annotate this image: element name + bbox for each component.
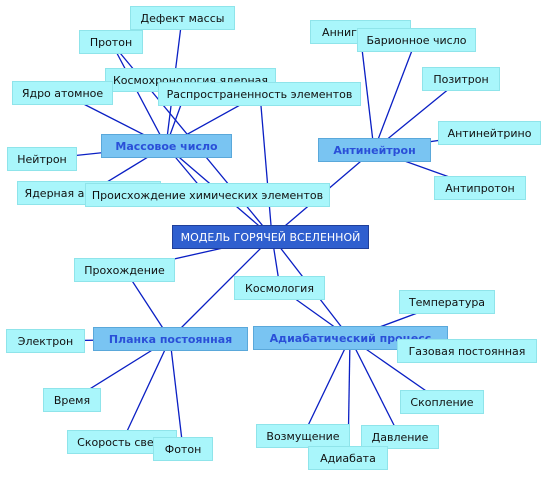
leaf-cluster[interactable]: Скопление <box>400 390 484 414</box>
edge-central-abundance <box>259 93 273 238</box>
edge-planck-speed <box>121 338 171 443</box>
leaf-neutron[interactable]: Нейтрон <box>7 147 77 171</box>
central-node[interactable]: МОДЕЛЬ ГОРЯЧЕЙ ВСЕЛЕННОЙ <box>172 225 369 249</box>
leaf-proton[interactable]: Протон <box>79 30 143 54</box>
leaf-temperature[interactable]: Температура <box>399 290 495 314</box>
leaf-pressure[interactable]: Давление <box>361 425 439 449</box>
edge-anti-baryon <box>373 39 417 151</box>
edge-adiabatic-pressure <box>349 337 401 438</box>
edge-planck-photon <box>169 338 184 450</box>
hub-adiabatic-process[interactable]: Адиабатический процесс <box>253 326 448 350</box>
leaf-antiproton[interactable]: Антипротон <box>434 176 526 200</box>
leaf-photon[interactable]: Фотон <box>153 437 213 461</box>
leaf-baryon-number[interactable]: Барионное число <box>357 28 476 52</box>
edge-adiabatic-excitation <box>302 337 351 437</box>
leaf-excitation[interactable]: Возмущение <box>256 424 350 448</box>
leaf-atomic-nucleus[interactable]: Ядро атомное <box>12 81 113 105</box>
hub-mass-number[interactable]: Массовое число <box>101 134 232 158</box>
leaf-gas-constant[interactable]: Газовая постоянная <box>397 339 537 363</box>
edge-central-planck <box>169 236 273 340</box>
hub-antineutron[interactable]: Антинейтрон <box>318 138 431 162</box>
hub-planck-constant[interactable]: Планка постоянная <box>93 327 248 351</box>
leaf-electron[interactable]: Электрон <box>6 329 85 353</box>
leaf-cosmology[interactable]: Космология <box>234 276 325 300</box>
leaf-time[interactable]: Время <box>43 388 101 412</box>
leaf-mass-defect[interactable]: Дефект массы <box>130 6 235 30</box>
leaf-positron[interactable]: Позитрон <box>422 67 500 91</box>
edge-mass-proton <box>110 41 167 147</box>
leaf-adiabat[interactable]: Адиабата <box>308 446 388 470</box>
leaf-element-origin[interactable]: Происхождение химических элементов <box>85 183 330 207</box>
leaf-passage[interactable]: Прохождение <box>74 258 175 282</box>
leaf-element-abundance[interactable]: Распространенность элементов <box>158 82 361 106</box>
leaf-antineutrino[interactable]: Антинейтрино <box>438 121 541 145</box>
